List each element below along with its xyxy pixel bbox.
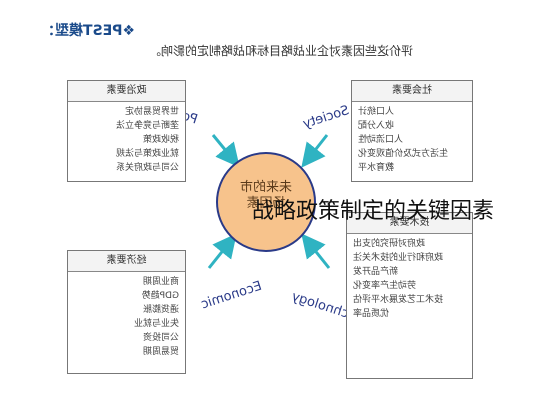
list-item: 失业与就业: [133, 319, 179, 329]
society-box-title: 社会要素: [352, 81, 472, 102]
society-list: 人口统计 收入分配 人口流动性 生活方式及价值观变化 教育水平: [352, 102, 472, 178]
list-item: 优质品率: [353, 309, 390, 319]
society-arrow: [301, 134, 329, 168]
politics-box-title: 政治要素: [68, 81, 185, 102]
list-item: 人口统计: [358, 107, 395, 117]
list-item: 公司投资: [142, 333, 179, 343]
list-item: 商业周期: [142, 277, 179, 287]
list-item: 新产品开发: [353, 267, 399, 277]
list-item: 税收政策: [142, 135, 179, 145]
economic-box: 经济要素 商业周期 GDP趋势 通货膨胀 失业与就业 公司投资 贸易周期: [67, 250, 186, 374]
list-item: 人口流动性: [358, 135, 404, 145]
politics-list: 世界贸易协定 垄断与竞争立法 税收政策 就业政策与法规 公司与政府关系: [68, 102, 185, 178]
list-item: 生活方式及价值观变化: [358, 149, 449, 159]
list-item: 贸易周期: [142, 347, 179, 357]
list-item: 技术工艺发展水平评估: [353, 295, 444, 305]
technology-arrow: [301, 233, 331, 269]
list-item: 政府和行业的技术关注: [353, 253, 444, 263]
list-item: 教育水平: [358, 163, 395, 173]
economic-arrow: [207, 233, 237, 269]
society-box: 社会要素 人口统计 收入分配 人口流动性 生活方式及价值观变化 教育水平: [351, 80, 473, 182]
list-item: 劳动生产率变化: [353, 281, 417, 291]
list-item: 政府对研究的支出: [353, 239, 426, 249]
politics-box: 政治要素 世界贸易协定 垄断与竞争立法 税收政策 就业政策与法规 公司与政府关系: [67, 80, 186, 182]
caption-overlay: 战略政策制定的关键因素: [252, 199, 495, 224]
list-item: 公司与政府关系: [115, 163, 179, 173]
economic-box-title: 经济要素: [68, 251, 185, 272]
list-item: 收入分配: [358, 121, 395, 131]
politics-arrow: [211, 134, 240, 168]
technology-list: 政府对研究的支出 政府和行业的技术关注 新产品开发 劳动生产率变化 技术工艺发展…: [347, 234, 472, 324]
list-item: 垄断与竞争立法: [115, 121, 179, 131]
list-item: 就业政策与法规: [115, 149, 179, 159]
technology-box: 技术要素 政府对研究的支出 政府和行业的技术关注 新产品开发 劳动生产率变化 技…: [346, 212, 473, 379]
economic-list: 商业周期 GDP趋势 通货膨胀 失业与就业 公司投资 贸易周期: [68, 272, 185, 362]
list-item: 通货膨胀: [142, 305, 179, 315]
list-item: GDP趋势: [141, 291, 179, 301]
list-item: 世界贸易协定: [124, 107, 179, 117]
